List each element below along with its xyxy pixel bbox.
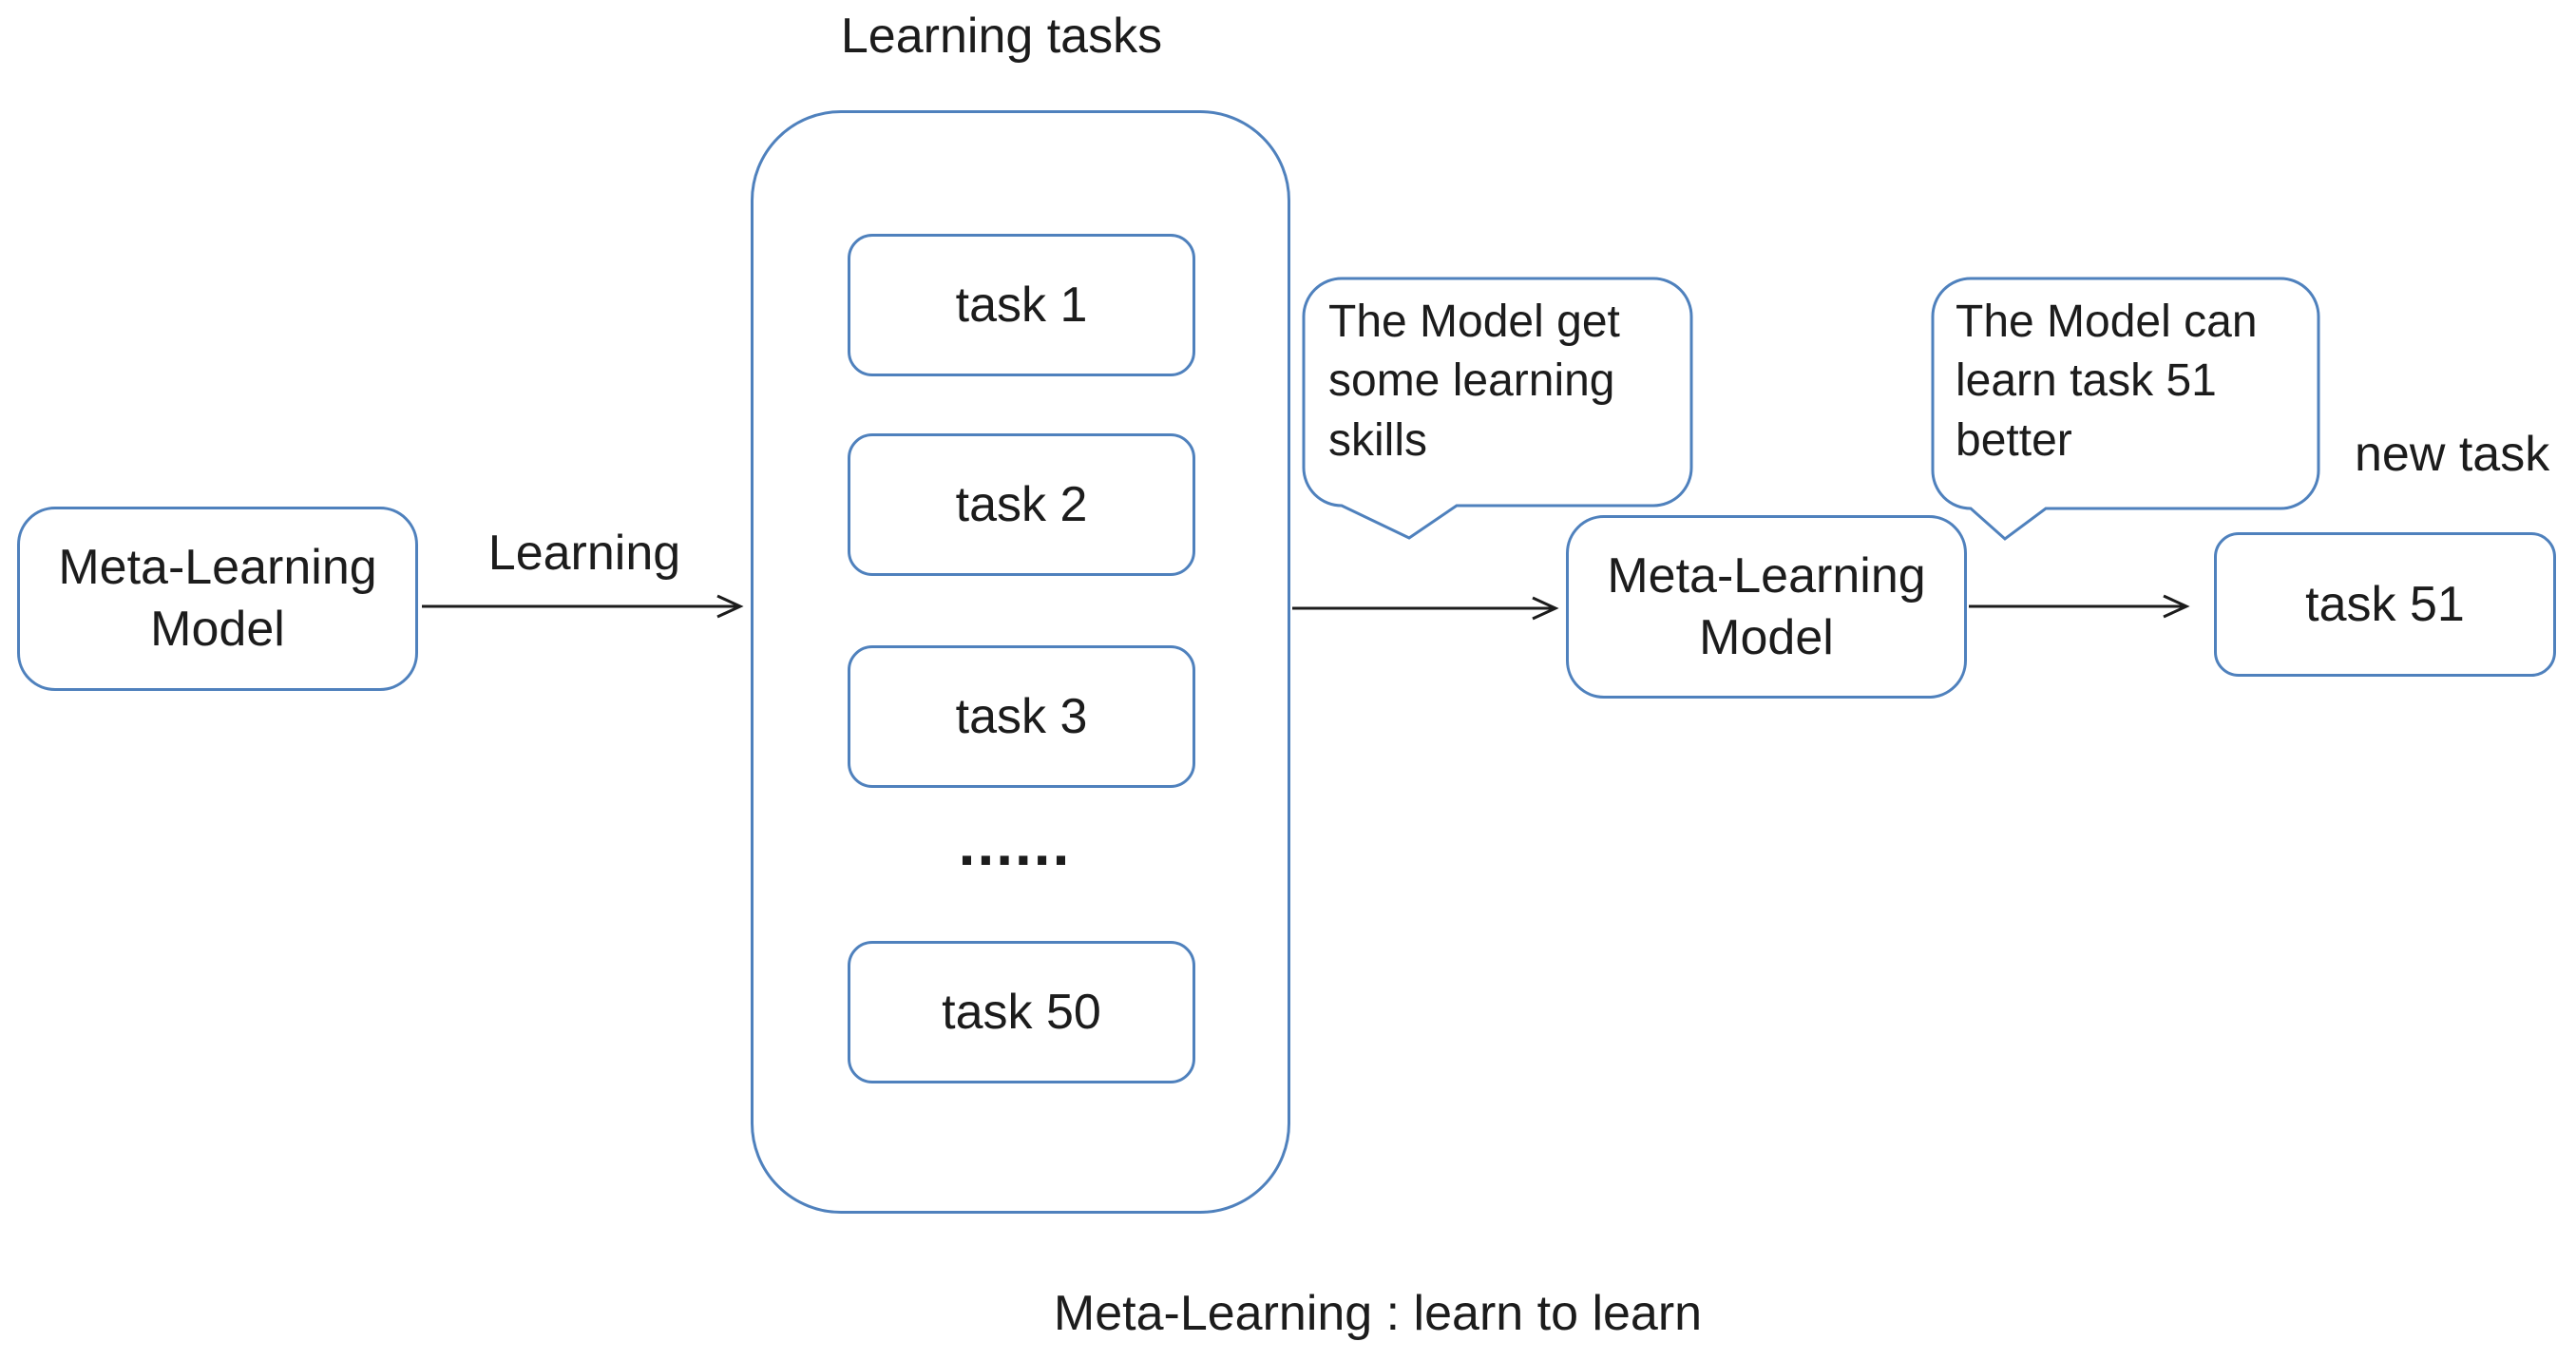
node-meta-learning-model-left: Meta-Learning Model	[17, 507, 418, 691]
node-task-50: task 50	[848, 941, 1195, 1083]
node-task-3: task 3	[848, 645, 1195, 788]
speech-bubble-better-text: The Model can learn task 51 better	[1956, 297, 2258, 466]
speech-bubble-better-shape	[1931, 277, 2320, 541]
arrow-label-learning: Learning	[487, 526, 681, 581]
node-task-1-label: task 1	[955, 278, 1088, 333]
diagram-caption: Meta-Learning : learn to learn	[1053, 1286, 1703, 1341]
node-task-51: task 51	[2214, 532, 2556, 677]
learning-tasks-container	[751, 110, 1290, 1214]
node-meta-learning-model-left-label: Meta-Learning Model	[58, 540, 377, 657]
speech-bubble-skills-shape	[1302, 277, 1693, 540]
learning-tasks-title: Learning tasks	[840, 9, 1163, 64]
node-task-1: task 1	[848, 234, 1195, 376]
node-meta-learning-model-right-label: Meta-Learning Model	[1607, 547, 1926, 665]
node-task-51-label: task 51	[2305, 576, 2465, 632]
node-task-50-label: task 50	[942, 985, 1101, 1040]
ellipsis-dots: ......	[958, 810, 1072, 878]
node-task-2-label: task 2	[955, 477, 1088, 532]
new-task-label: new task	[2355, 427, 2550, 482]
node-task-2: task 2	[848, 433, 1195, 576]
node-meta-learning-model-right: Meta-Learning Model	[1566, 515, 1967, 699]
speech-bubble-skills-text: The Model get some learning skills	[1328, 297, 1620, 466]
node-task-3-label: task 3	[955, 689, 1088, 744]
